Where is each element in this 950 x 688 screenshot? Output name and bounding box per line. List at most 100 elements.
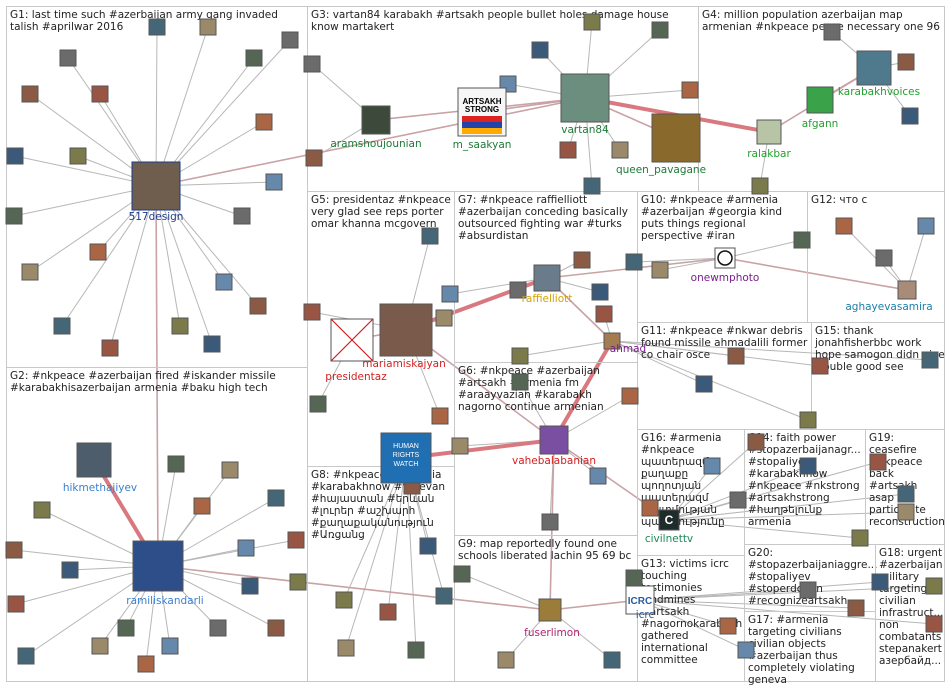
avatar-thumbnail[interactable] <box>305 149 323 167</box>
avatar-thumbnail[interactable] <box>681 81 699 99</box>
avatar-thumbnail[interactable] <box>309 395 327 413</box>
avatar-thumbnail[interactable] <box>453 565 471 583</box>
flag-stripe-orange[interactable] <box>462 128 502 134</box>
avatar-thumbnail[interactable] <box>379 603 397 621</box>
node-label-m_saakyan[interactable]: m_saakyan <box>452 139 512 151</box>
avatar-thumbnail[interactable] <box>171 317 189 335</box>
avatar-thumbnail[interactable] <box>737 641 755 659</box>
avatar-thumbnail[interactable] <box>703 457 721 475</box>
node-vahebalabanian[interactable] <box>539 425 569 455</box>
avatar-thumbnail[interactable] <box>729 491 747 509</box>
node-label-karabakhvoices[interactable]: karabakhvoices <box>837 86 921 98</box>
flag-stripe-blue[interactable] <box>462 122 502 128</box>
avatar-thumbnail[interactable] <box>441 285 459 303</box>
node-aramshoujounian[interactable] <box>361 105 391 135</box>
avatar-thumbnail[interactable] <box>589 467 607 485</box>
avatar-thumbnail[interactable] <box>33 501 51 519</box>
node-label-presidentaz[interactable]: presidentaz <box>325 371 387 383</box>
avatar-thumbnail[interactable] <box>148 18 166 36</box>
avatar-thumbnail[interactable] <box>595 305 613 323</box>
avatar-thumbnail[interactable] <box>611 141 629 159</box>
avatar-thumbnail[interactable] <box>651 21 669 39</box>
node-label-ralakbar[interactable]: ralakbar <box>747 148 791 160</box>
avatar-thumbnail[interactable] <box>583 177 601 195</box>
avatar-thumbnail[interactable] <box>917 217 935 235</box>
avatar-thumbnail[interactable] <box>621 387 639 405</box>
node-karabakhvoices[interactable] <box>856 50 892 86</box>
avatar-thumbnail[interactable] <box>901 107 919 125</box>
avatar-thumbnail[interactable] <box>221 461 239 479</box>
avatar-thumbnail[interactable] <box>193 497 211 515</box>
avatar-thumbnail[interactable] <box>303 55 321 73</box>
avatar-thumbnail[interactable] <box>167 455 185 473</box>
avatar-thumbnail[interactable] <box>719 617 737 635</box>
avatar-thumbnail[interactable] <box>281 31 299 49</box>
avatar-thumbnail[interactable] <box>237 539 255 557</box>
node-vartan84[interactable] <box>560 73 610 123</box>
avatar-thumbnail[interactable] <box>531 41 549 59</box>
node-label-vahebalabanian[interactable]: vahebalabanian <box>512 455 596 467</box>
avatar-thumbnail[interactable] <box>925 615 943 633</box>
avatar-thumbnail[interactable] <box>435 309 453 327</box>
avatar-thumbnail[interactable] <box>511 373 529 391</box>
avatar-thumbnail[interactable] <box>799 411 817 429</box>
avatar-thumbnail[interactable] <box>421 227 439 245</box>
node-label-vartan84[interactable]: vartan84 <box>561 124 609 136</box>
avatar-thumbnail[interactable] <box>591 283 609 301</box>
avatar-thumbnail[interactable] <box>497 651 515 669</box>
avatar-thumbnail[interactable] <box>793 231 811 249</box>
avatar-thumbnail[interactable] <box>17 647 35 665</box>
avatar-thumbnail[interactable] <box>59 49 77 67</box>
avatar-thumbnail[interactable] <box>419 537 437 555</box>
avatar-thumbnail[interactable] <box>241 577 259 595</box>
node-raffielliott[interactable] <box>533 264 561 292</box>
avatar-thumbnail[interactable] <box>875 249 893 267</box>
avatar-thumbnail[interactable] <box>559 141 577 159</box>
avatar-thumbnail[interactable] <box>625 253 643 271</box>
node-label-afgann[interactable]: afgann <box>801 118 839 130</box>
node-hr-logo[interactable] <box>380 432 432 484</box>
avatar-thumbnail[interactable] <box>625 569 643 587</box>
avatar-thumbnail[interactable] <box>925 577 943 595</box>
avatar-thumbnail[interactable] <box>137 655 155 673</box>
avatar-thumbnail[interactable] <box>851 529 869 547</box>
node-aghayevasamira[interactable] <box>897 280 917 300</box>
avatar-thumbnail[interactable] <box>337 639 355 657</box>
avatar-thumbnail[interactable] <box>89 243 107 261</box>
avatar-thumbnail[interactable] <box>69 147 87 165</box>
avatar-thumbnail[interactable] <box>695 375 713 393</box>
avatar-thumbnail[interactable] <box>21 263 39 281</box>
avatar-thumbnail[interactable] <box>101 339 119 357</box>
avatar-thumbnail[interactable] <box>799 581 817 599</box>
avatar-thumbnail[interactable] <box>53 317 71 335</box>
avatar-thumbnail[interactable] <box>435 587 453 605</box>
avatar-thumbnail[interactable] <box>209 619 227 637</box>
avatar-thumbnail[interactable] <box>431 407 449 425</box>
avatar-thumbnail[interactable] <box>21 85 39 103</box>
node-label-ramiliskandarli[interactable]: ramiliskandarli <box>126 595 204 607</box>
avatar-thumbnail[interactable] <box>897 485 915 503</box>
node-hikmethajiyev[interactable] <box>76 442 112 478</box>
node-queen_pavagane[interactable] <box>651 113 701 163</box>
avatar-thumbnail[interactable] <box>303 303 321 321</box>
avatar-thumbnail[interactable] <box>651 261 669 279</box>
avatar-thumbnail[interactable] <box>91 637 109 655</box>
node-label-icrc[interactable]: icrc <box>635 609 655 621</box>
avatar-thumbnail[interactable] <box>287 531 305 549</box>
node-label-fuserlimon[interactable]: fuserlimon <box>524 627 580 639</box>
avatar-thumbnail[interactable] <box>897 53 915 71</box>
node-label-517design[interactable]: 517design <box>128 211 184 223</box>
node-label-mariamiskajyan[interactable]: mariamiskajyan <box>362 358 446 370</box>
avatar-thumbnail[interactable] <box>921 351 939 369</box>
node-label-queen_pavagane[interactable]: queen_pavagane <box>615 164 707 176</box>
avatar-thumbnail[interactable] <box>233 207 251 225</box>
node-label-onewmphoto[interactable]: onewmphoto <box>690 272 760 284</box>
avatar-thumbnail[interactable] <box>267 489 285 507</box>
avatar-thumbnail[interactable] <box>811 357 829 375</box>
avatar-thumbnail[interactable] <box>91 85 109 103</box>
node-label-aghayevasamira[interactable]: aghayevasamira <box>845 301 933 313</box>
avatar-thumbnail[interactable] <box>245 49 263 67</box>
avatar-thumbnail[interactable] <box>61 561 79 579</box>
node-label-ahmadalili[interactable]: ahmad <box>609 343 647 355</box>
avatar-thumbnail[interactable] <box>871 573 889 591</box>
